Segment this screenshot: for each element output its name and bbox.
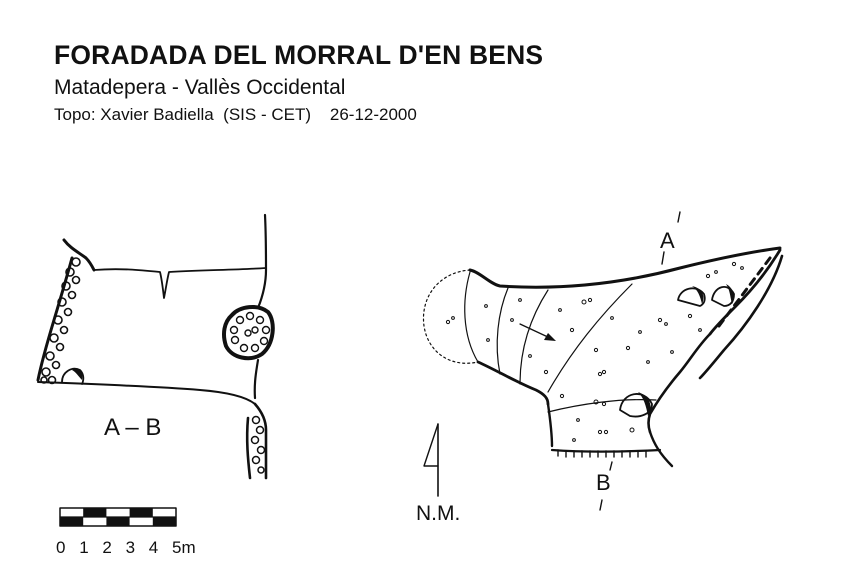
scale-tick-label: 0 bbox=[56, 538, 65, 557]
plan-contour-5 bbox=[547, 399, 657, 413]
plan-shaft-left bbox=[546, 402, 554, 448]
plan-right-wall bbox=[708, 248, 782, 336]
scale-tick-label: 1 bbox=[79, 538, 88, 557]
scale-cell bbox=[106, 517, 130, 526]
scale-cell bbox=[60, 517, 84, 526]
north-arrow bbox=[423, 423, 439, 497]
north-arrow-barb bbox=[423, 423, 439, 467]
plan-entrance-dashed bbox=[422, 269, 479, 364]
plan-contour-1 bbox=[464, 271, 479, 363]
section-floor bbox=[37, 381, 256, 405]
cut-label-b: B bbox=[596, 470, 611, 495]
section-floor-step bbox=[253, 358, 260, 400]
plan-slope-arrow bbox=[519, 323, 551, 339]
plan-lower-wall bbox=[476, 360, 550, 406]
scale-cell bbox=[129, 508, 153, 517]
section-lower-left-wall bbox=[245, 416, 252, 480]
window-boulders bbox=[229, 311, 271, 353]
cut-label-a: A bbox=[660, 228, 675, 253]
plan-lower-right-wall bbox=[647, 332, 712, 434]
section-lower-right-wall bbox=[253, 402, 268, 480]
section-label: A – B bbox=[104, 414, 161, 441]
boulder-shadow bbox=[72, 368, 83, 380]
scale-tick-label: 5m bbox=[172, 538, 196, 557]
plan-boulder-shadows bbox=[638, 284, 734, 416]
section-floor-boulder bbox=[61, 367, 85, 385]
map-credit: Topo: Xavier Badiella (SIS - CET) 26-12-… bbox=[54, 105, 417, 124]
north-label: N.M. bbox=[416, 502, 460, 525]
arrow-head bbox=[544, 333, 556, 341]
plan-shaft-right bbox=[648, 430, 674, 468]
plan-debris bbox=[445, 261, 744, 442]
plan-drip-line bbox=[714, 256, 772, 332]
map-location: Matadepera - Vallès Occidental bbox=[54, 76, 346, 99]
cut-marker-b bbox=[599, 461, 613, 511]
section-right-wall bbox=[256, 213, 268, 310]
plan-view bbox=[422, 211, 784, 511]
scale-cell bbox=[83, 508, 107, 517]
plan-upper-wall bbox=[468, 246, 782, 289]
plan-shaft-hatch bbox=[557, 449, 647, 458]
section-window bbox=[222, 305, 275, 361]
scale-bar bbox=[59, 507, 177, 527]
section-boulders bbox=[40, 257, 81, 385]
section-lower-boulders bbox=[250, 415, 266, 474]
plan-shaft-bottom bbox=[550, 448, 662, 453]
scale-tick-label: 2 bbox=[102, 538, 111, 557]
section-ceiling bbox=[93, 267, 267, 299]
scale-tick-label: 3 bbox=[126, 538, 135, 557]
scale-cells bbox=[60, 508, 176, 526]
map-title: FORADADA DEL MORRAL D'EN BENS bbox=[54, 40, 544, 70]
cross-section bbox=[36, 213, 275, 480]
section-left-wall bbox=[62, 238, 96, 272]
plan-boulders bbox=[619, 286, 735, 418]
scale-tick-label: 4 bbox=[149, 538, 158, 557]
plan-outer-ridge bbox=[698, 254, 784, 380]
plan-contour-2 bbox=[496, 287, 509, 375]
scale-cell bbox=[152, 517, 176, 526]
plan-contour-4 bbox=[547, 283, 633, 393]
cut-marker-a bbox=[661, 211, 681, 265]
plan-contour-3 bbox=[519, 289, 549, 385]
